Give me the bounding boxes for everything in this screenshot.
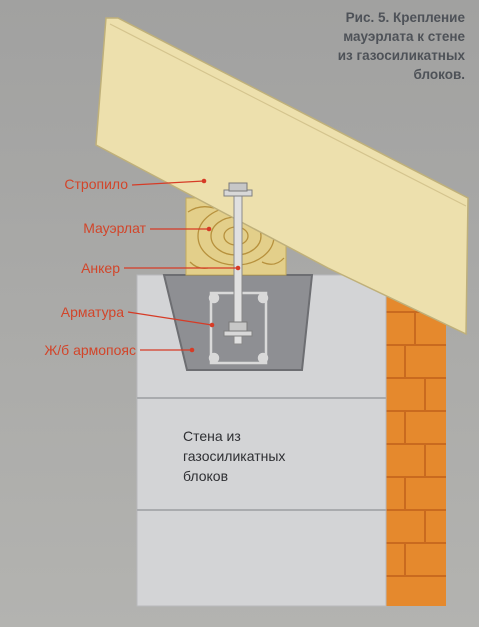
figure-caption: Рис. 5. Крепление мауэрлата к стене из г… — [275, 8, 465, 84]
wall-label-line-1: Стена из — [183, 428, 241, 444]
wall-label-line-3: блоков — [183, 468, 229, 484]
caption-line-4: блоков. — [413, 67, 465, 82]
leader-line-rafter — [131, 180, 205, 186]
brick-facing — [386, 293, 446, 606]
leader-line-rebar — [127, 311, 213, 326]
label-rafter: Стропило — [64, 176, 128, 192]
wall-label-line-2: газосиликатных — [183, 448, 286, 464]
label-mauerlat: Мауэрлат — [83, 220, 146, 236]
label-ring-beam: Ж/б армопояс — [44, 342, 136, 358]
label-rebar: Арматура — [60, 304, 124, 320]
caption-line-3: из газосиликатных — [337, 48, 465, 63]
wall-label: Стена из газосиликатных блоков — [183, 426, 333, 486]
caption-line-1: Рис. 5. Крепление — [345, 10, 465, 25]
caption-line-2: мауэрлата к стене — [343, 29, 465, 44]
leader-lines — [124, 178, 241, 353]
anchor-bolt — [223, 182, 253, 345]
label-anchor: Анкер — [81, 260, 120, 276]
rafter — [95, 17, 469, 336]
